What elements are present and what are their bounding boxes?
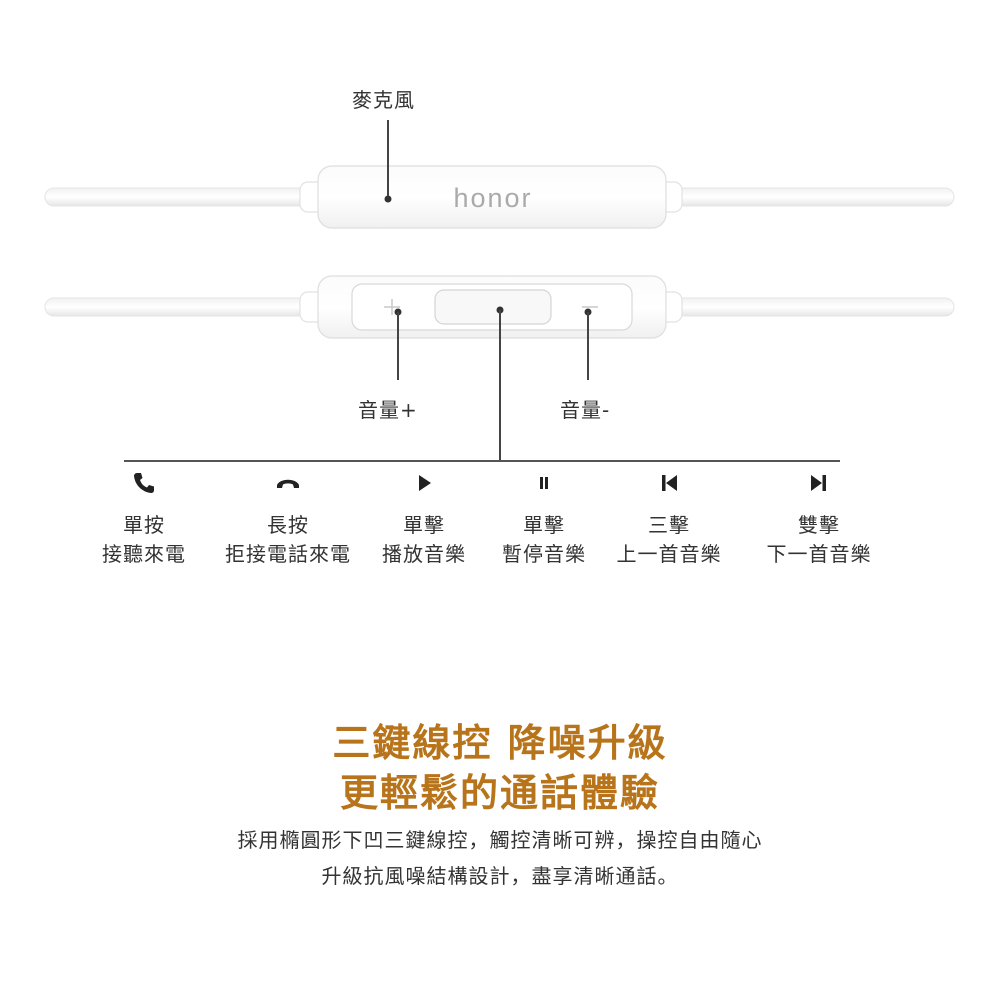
function-gesture: 單擊	[523, 513, 565, 537]
earphone-remote-illustration: honor	[44, 120, 955, 460]
next-track-icon	[811, 475, 826, 491]
callout-lines	[387, 120, 589, 460]
remote-front-view: honor	[44, 165, 955, 229]
function-gesture: 雙擊	[798, 513, 840, 537]
cable-right	[675, 297, 955, 317]
volume-up-label: 音量+	[358, 398, 418, 422]
remote-back-view	[44, 275, 955, 339]
description-line-1: 採用橢圓形下凹三鍵線控，觸控清晰可辨，操控自由隨心	[237, 828, 763, 852]
microphone-label: 麥克風	[352, 88, 415, 112]
function-description: 拒接電話來電	[225, 542, 351, 566]
remote-body-front	[317, 165, 667, 229]
headline-line-1: 三鍵線控 降噪升級	[332, 721, 668, 765]
function-description: 上一首音樂	[616, 542, 722, 566]
brand-logo: honor	[453, 183, 532, 213]
function-description: 暫停音樂	[502, 542, 586, 566]
function-divider	[124, 460, 840, 462]
volume-down-label: 音量-	[560, 398, 611, 422]
function-play-music: 單擊 播放音樂	[349, 470, 499, 568]
headline-line-2: 更輕鬆的通話體驗	[339, 771, 660, 815]
pause-icon	[540, 477, 548, 489]
cable-right	[675, 187, 955, 207]
description-line-2: 升級抗風噪結構設計，盡享清晰通話。	[321, 864, 679, 888]
previous-track-icon	[662, 475, 677, 491]
function-reject-call: 長按 拒接電話來電	[213, 470, 363, 568]
center-button	[434, 289, 552, 325]
phone-answer-icon	[134, 473, 154, 493]
function-description: 播放音樂	[382, 542, 466, 566]
function-description: 接聽來電	[102, 542, 186, 566]
function-gesture: 三擊	[648, 513, 690, 537]
microphone-hole	[384, 195, 392, 203]
play-icon	[419, 475, 431, 491]
function-gesture: 單擊	[403, 513, 445, 537]
function-gesture: 單按	[123, 513, 165, 537]
function-answer-call: 單按 接聽來電	[69, 470, 219, 568]
function-pause-music: 單擊 暫停音樂	[469, 470, 619, 568]
function-next-track: 雙擊 下一首音樂	[744, 470, 894, 568]
cable-left	[44, 297, 308, 317]
function-gesture: 長按	[267, 513, 309, 537]
cable-left	[44, 187, 308, 207]
phone-hangup-icon	[277, 479, 299, 488]
function-description: 下一首音樂	[766, 542, 872, 566]
function-previous-track: 三擊 上一首音樂	[594, 470, 744, 568]
